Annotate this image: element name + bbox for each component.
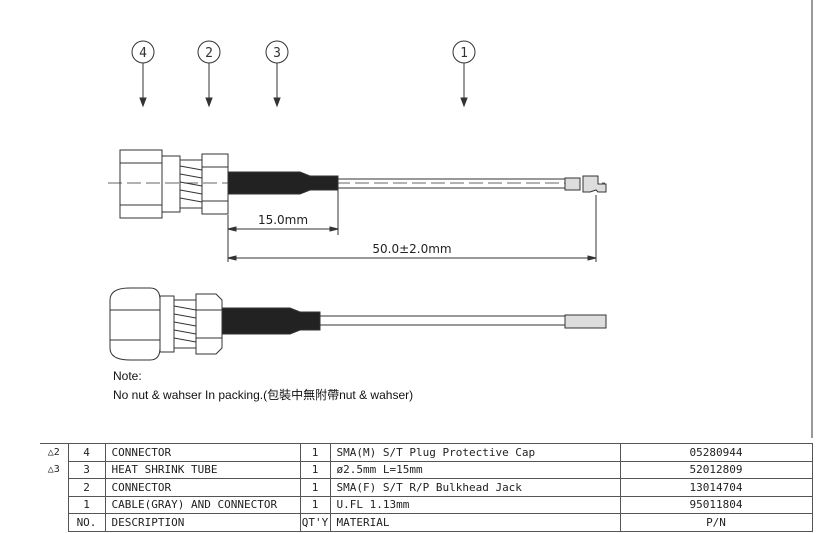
cell-description: CABLE(GRAY) AND CONNECTOR bbox=[104, 495, 301, 514]
perspective-view bbox=[109, 287, 607, 361]
cell-pn: 13014704 bbox=[619, 478, 813, 497]
cell-description: HEAT SHRINK TUBE bbox=[104, 460, 301, 479]
table-row: 1 CABLE(GRAY) AND CONNECTOR 1 U.FL 1.13m… bbox=[40, 495, 813, 514]
cell-qty: 1 bbox=[299, 443, 331, 462]
cell-material: SMA(F) S/T R/P Bulkhead Jack bbox=[329, 478, 621, 497]
note-text: No nut & wahser In packing.(包裝中無附帶nut & … bbox=[113, 388, 414, 402]
cell-material: U.FL 1.13mm bbox=[329, 495, 621, 514]
cell-no: 4 bbox=[67, 443, 106, 462]
cell-material: SMA(M) S/T Plug Protective Cap bbox=[329, 443, 621, 462]
cell-no: 3 bbox=[67, 460, 106, 479]
header-no: NO. bbox=[67, 513, 106, 532]
dim-50mm: 50.0±2.0mm bbox=[372, 242, 451, 256]
table-row: 2 CONNECTOR 1 SMA(F) S/T R/P Bulkhead Ja… bbox=[40, 478, 813, 497]
empty-cell bbox=[40, 513, 69, 531]
header-pn: P/N bbox=[619, 513, 813, 532]
cell-pn: 95011804 bbox=[619, 495, 813, 514]
bill-of-materials: △2 4 CONNECTOR 1 SMA(M) S/T Plug Protect… bbox=[40, 443, 813, 532]
balloon-3: 3 bbox=[265, 40, 289, 108]
cell-qty: 1 bbox=[299, 495, 331, 514]
heat-shrink-tube bbox=[227, 171, 339, 195]
cell-pn: 52012809 bbox=[619, 460, 813, 479]
empty-cell bbox=[40, 478, 69, 496]
header-material: MATERIAL bbox=[329, 513, 621, 532]
cell-no: 1 bbox=[67, 495, 106, 514]
table-row: △2 4 CONNECTOR 1 SMA(M) S/T Plug Protect… bbox=[40, 443, 813, 462]
svg-text:4: 4 bbox=[139, 46, 147, 61]
revision-triangle-icon: △3 bbox=[40, 461, 69, 479]
svg-text:3: 3 bbox=[273, 46, 281, 61]
cell-qty: 1 bbox=[299, 460, 331, 479]
balloon-4: 4 bbox=[131, 40, 155, 108]
cell-qty: 1 bbox=[299, 478, 331, 497]
note-title: Note: bbox=[113, 369, 142, 383]
revision-triangle-icon: △2 bbox=[40, 443, 69, 461]
svg-text:1: 1 bbox=[460, 46, 468, 61]
table-row: △3 3 HEAT SHRINK TUBE 1 ø2.5mm L=15mm 52… bbox=[40, 460, 813, 479]
dim-15mm: 15.0mm bbox=[258, 213, 308, 227]
cell-material: ø2.5mm L=15mm bbox=[329, 460, 621, 479]
balloon-1: 1 bbox=[452, 40, 476, 108]
balloon-2: 2 bbox=[197, 40, 221, 108]
cell-pn: 05280944 bbox=[619, 443, 813, 462]
svg-text:2: 2 bbox=[205, 46, 213, 61]
header-description: DESCRIPTION bbox=[104, 513, 301, 532]
cell-no: 2 bbox=[67, 478, 106, 497]
empty-cell bbox=[40, 496, 69, 514]
header-qty: QT'Y bbox=[299, 513, 331, 532]
cell-description: CONNECTOR bbox=[104, 443, 301, 462]
table-header-row: NO. DESCRIPTION QT'Y MATERIAL P/N bbox=[40, 513, 813, 532]
side-view: 15.0mm 50.0±2.0mm bbox=[108, 149, 607, 262]
cell-description: CONNECTOR bbox=[104, 478, 301, 497]
